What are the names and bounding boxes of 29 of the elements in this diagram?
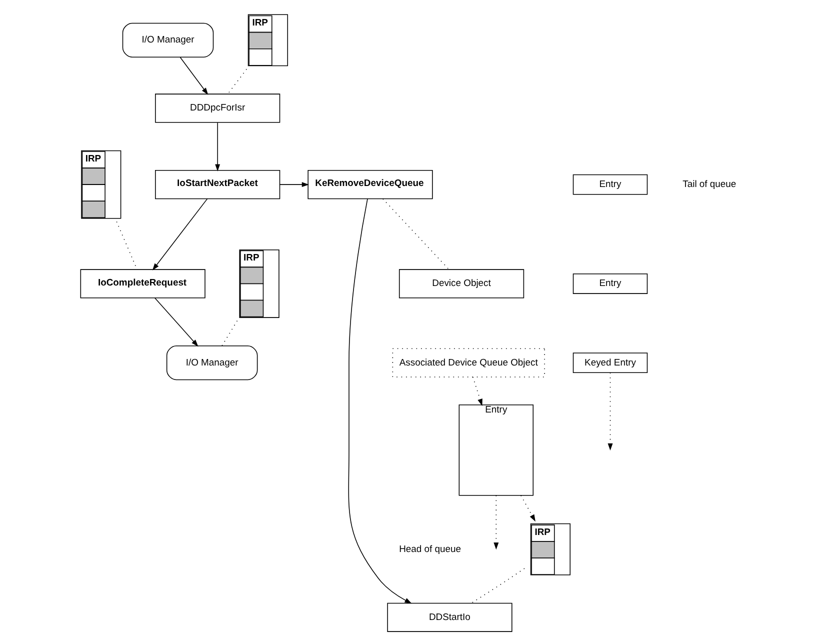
node-box: Associated Device Queue Object [392, 348, 545, 378]
connector [471, 568, 525, 604]
label: Head of queue [399, 544, 462, 555]
arrow [348, 198, 412, 604]
connector [227, 68, 247, 94]
arrow [494, 495, 499, 550]
arrow [215, 122, 220, 172]
arrow [520, 495, 536, 522]
node-box: DDStartIo [387, 602, 512, 632]
arrow [280, 182, 309, 188]
node-box: IoStartNextPacket [155, 170, 280, 200]
arrow [154, 298, 198, 347]
connector [382, 198, 450, 270]
node-box: Entry [572, 274, 648, 294]
arrow [180, 57, 208, 95]
arrow [152, 198, 208, 270]
connector [222, 320, 238, 346]
node-box: Keyed Entry [572, 352, 648, 374]
node-box: IoCompleteRequest [80, 269, 206, 298]
node-box: KeRemoveDeviceQueue [308, 170, 433, 200]
node-box: Entry [572, 174, 648, 195]
node-box: Device Object [398, 269, 524, 298]
node-box: Entry [458, 404, 534, 496]
node-box: I/O Manager [122, 22, 214, 58]
arrow [472, 376, 482, 406]
node-box: DDDpcForIsr [155, 94, 280, 123]
node-box: I/O Manager [166, 346, 258, 380]
arrow [608, 372, 613, 451]
label: Tail of queue [682, 179, 736, 190]
